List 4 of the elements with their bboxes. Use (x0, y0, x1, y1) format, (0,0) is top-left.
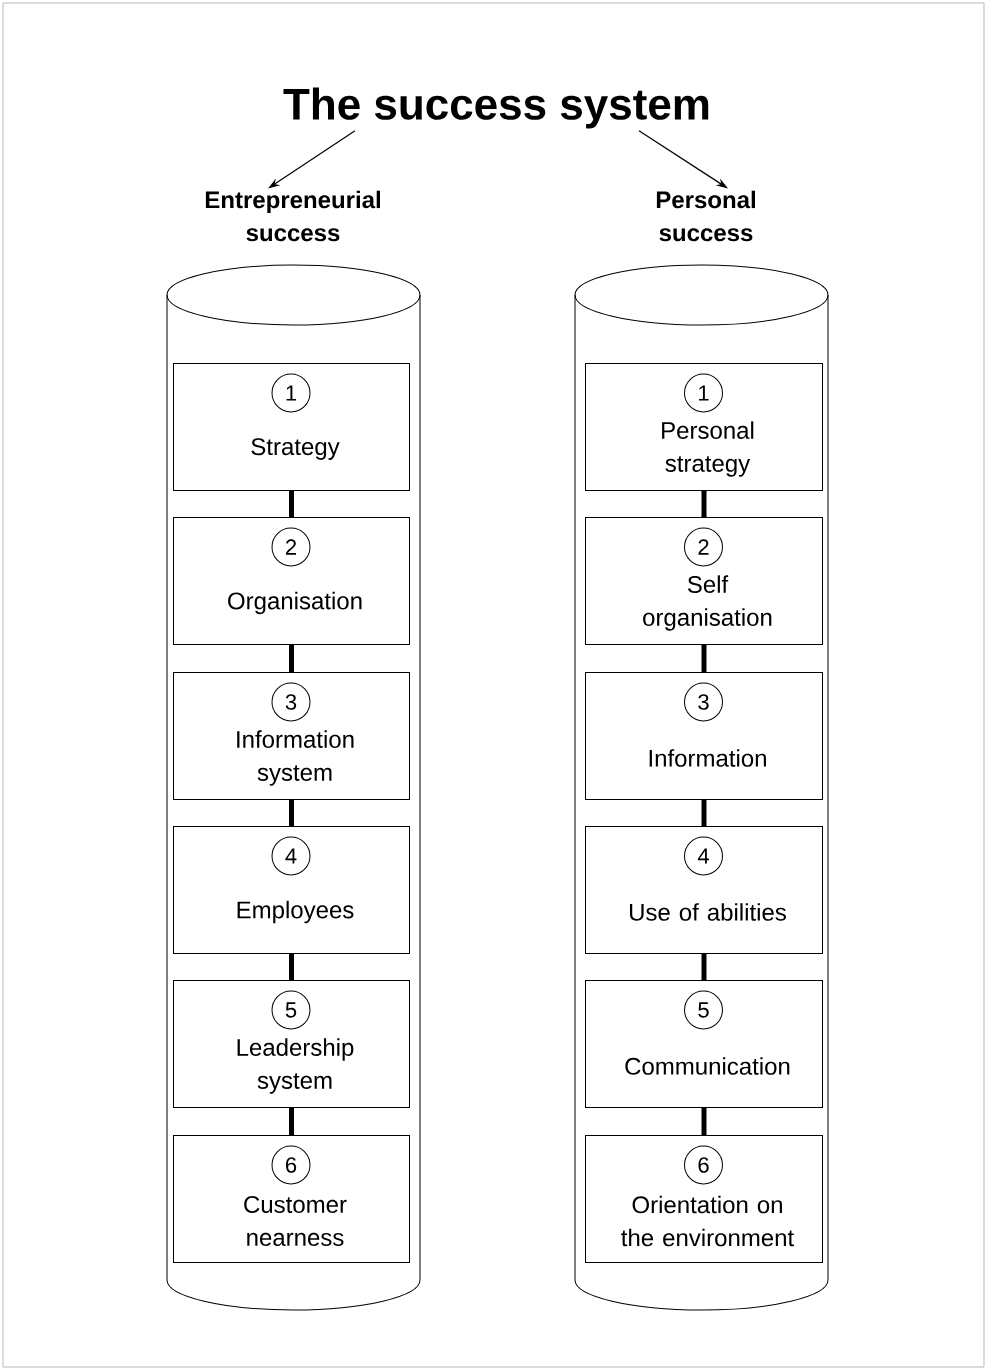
title: The success system (283, 87, 709, 129)
arrow (268, 130, 356, 189)
column-heading: Personal success (656, 190, 755, 242)
column-heading: Entrepreneurial success (205, 190, 380, 242)
